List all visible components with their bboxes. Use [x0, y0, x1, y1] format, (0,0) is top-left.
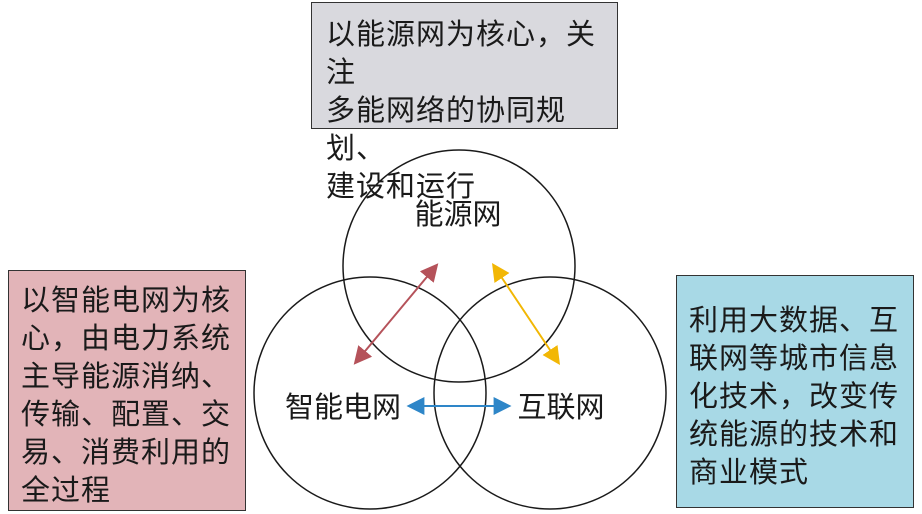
smart-grid-description-box: 以智能电网为核 心，由电力系统 主导能源消纳、 传输、配置、交 易、消费利用的 … [8, 270, 246, 511]
internet-description-box: 利用大数据、互 联网等城市信息 化技术，改变传 统能源的技术和 商业模式 [676, 275, 914, 508]
energy-net-circle [342, 149, 576, 383]
energy-net-internet-arrow [492, 263, 560, 365]
smart-grid-energy-net-arrow [353, 263, 439, 365]
energy-net-description-box: 以能源网为核心，关注 多能网络的协同规划、 建设和运行 [311, 2, 618, 203]
smart-grid-label: 智能电网 [285, 390, 401, 424]
energy-net-label: 能源网 [414, 197, 501, 231]
internet-label: 互联网 [517, 390, 604, 424]
